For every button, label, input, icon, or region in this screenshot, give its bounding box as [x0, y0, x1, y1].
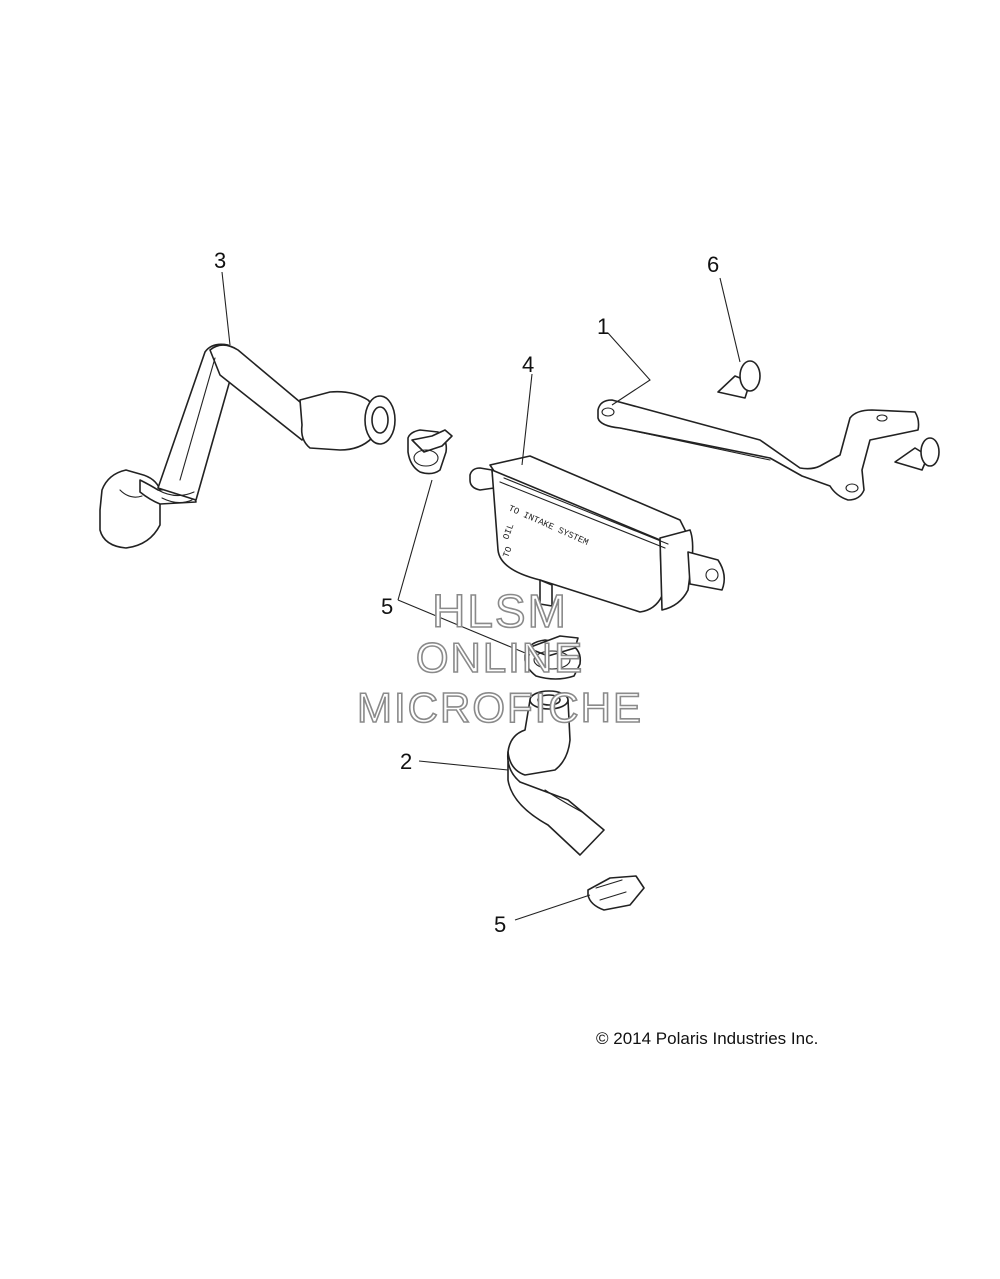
callout-part-1: 1 — [597, 314, 609, 339]
mounting-bracket — [597, 399, 920, 501]
push-rivet-lower — [894, 437, 940, 471]
breather-hose-short — [506, 690, 605, 856]
separator-label-to: TO — [501, 545, 514, 559]
push-rivet-upper — [717, 360, 761, 399]
watermark-line-3: MICROFICHE — [356, 683, 643, 732]
hose-clamp-middle — [524, 635, 582, 680]
oil-separator: TO INTAKE SYSTEM TO OIL — [469, 455, 726, 613]
callout-part-5-lower: 5 — [494, 912, 506, 937]
callout-part-6: 6 — [707, 252, 719, 277]
watermark-line-2: ONLINE — [415, 633, 585, 682]
callout-part-2: 2 — [400, 749, 412, 774]
callout-part-4: 4 — [522, 352, 534, 377]
hose-clamp-lower — [587, 875, 645, 911]
copyright-notice: © 2014 Polaris Industries Inc. — [596, 1029, 819, 1048]
callout-part-3: 3 — [214, 248, 226, 273]
watermark-line-1: HLSM — [431, 584, 568, 638]
breather-hose-long — [99, 343, 396, 549]
leader-lines — [221, 271, 741, 921]
hose-clamp-upper — [407, 429, 453, 475]
callout-part-5-upper: 5 — [381, 594, 393, 619]
